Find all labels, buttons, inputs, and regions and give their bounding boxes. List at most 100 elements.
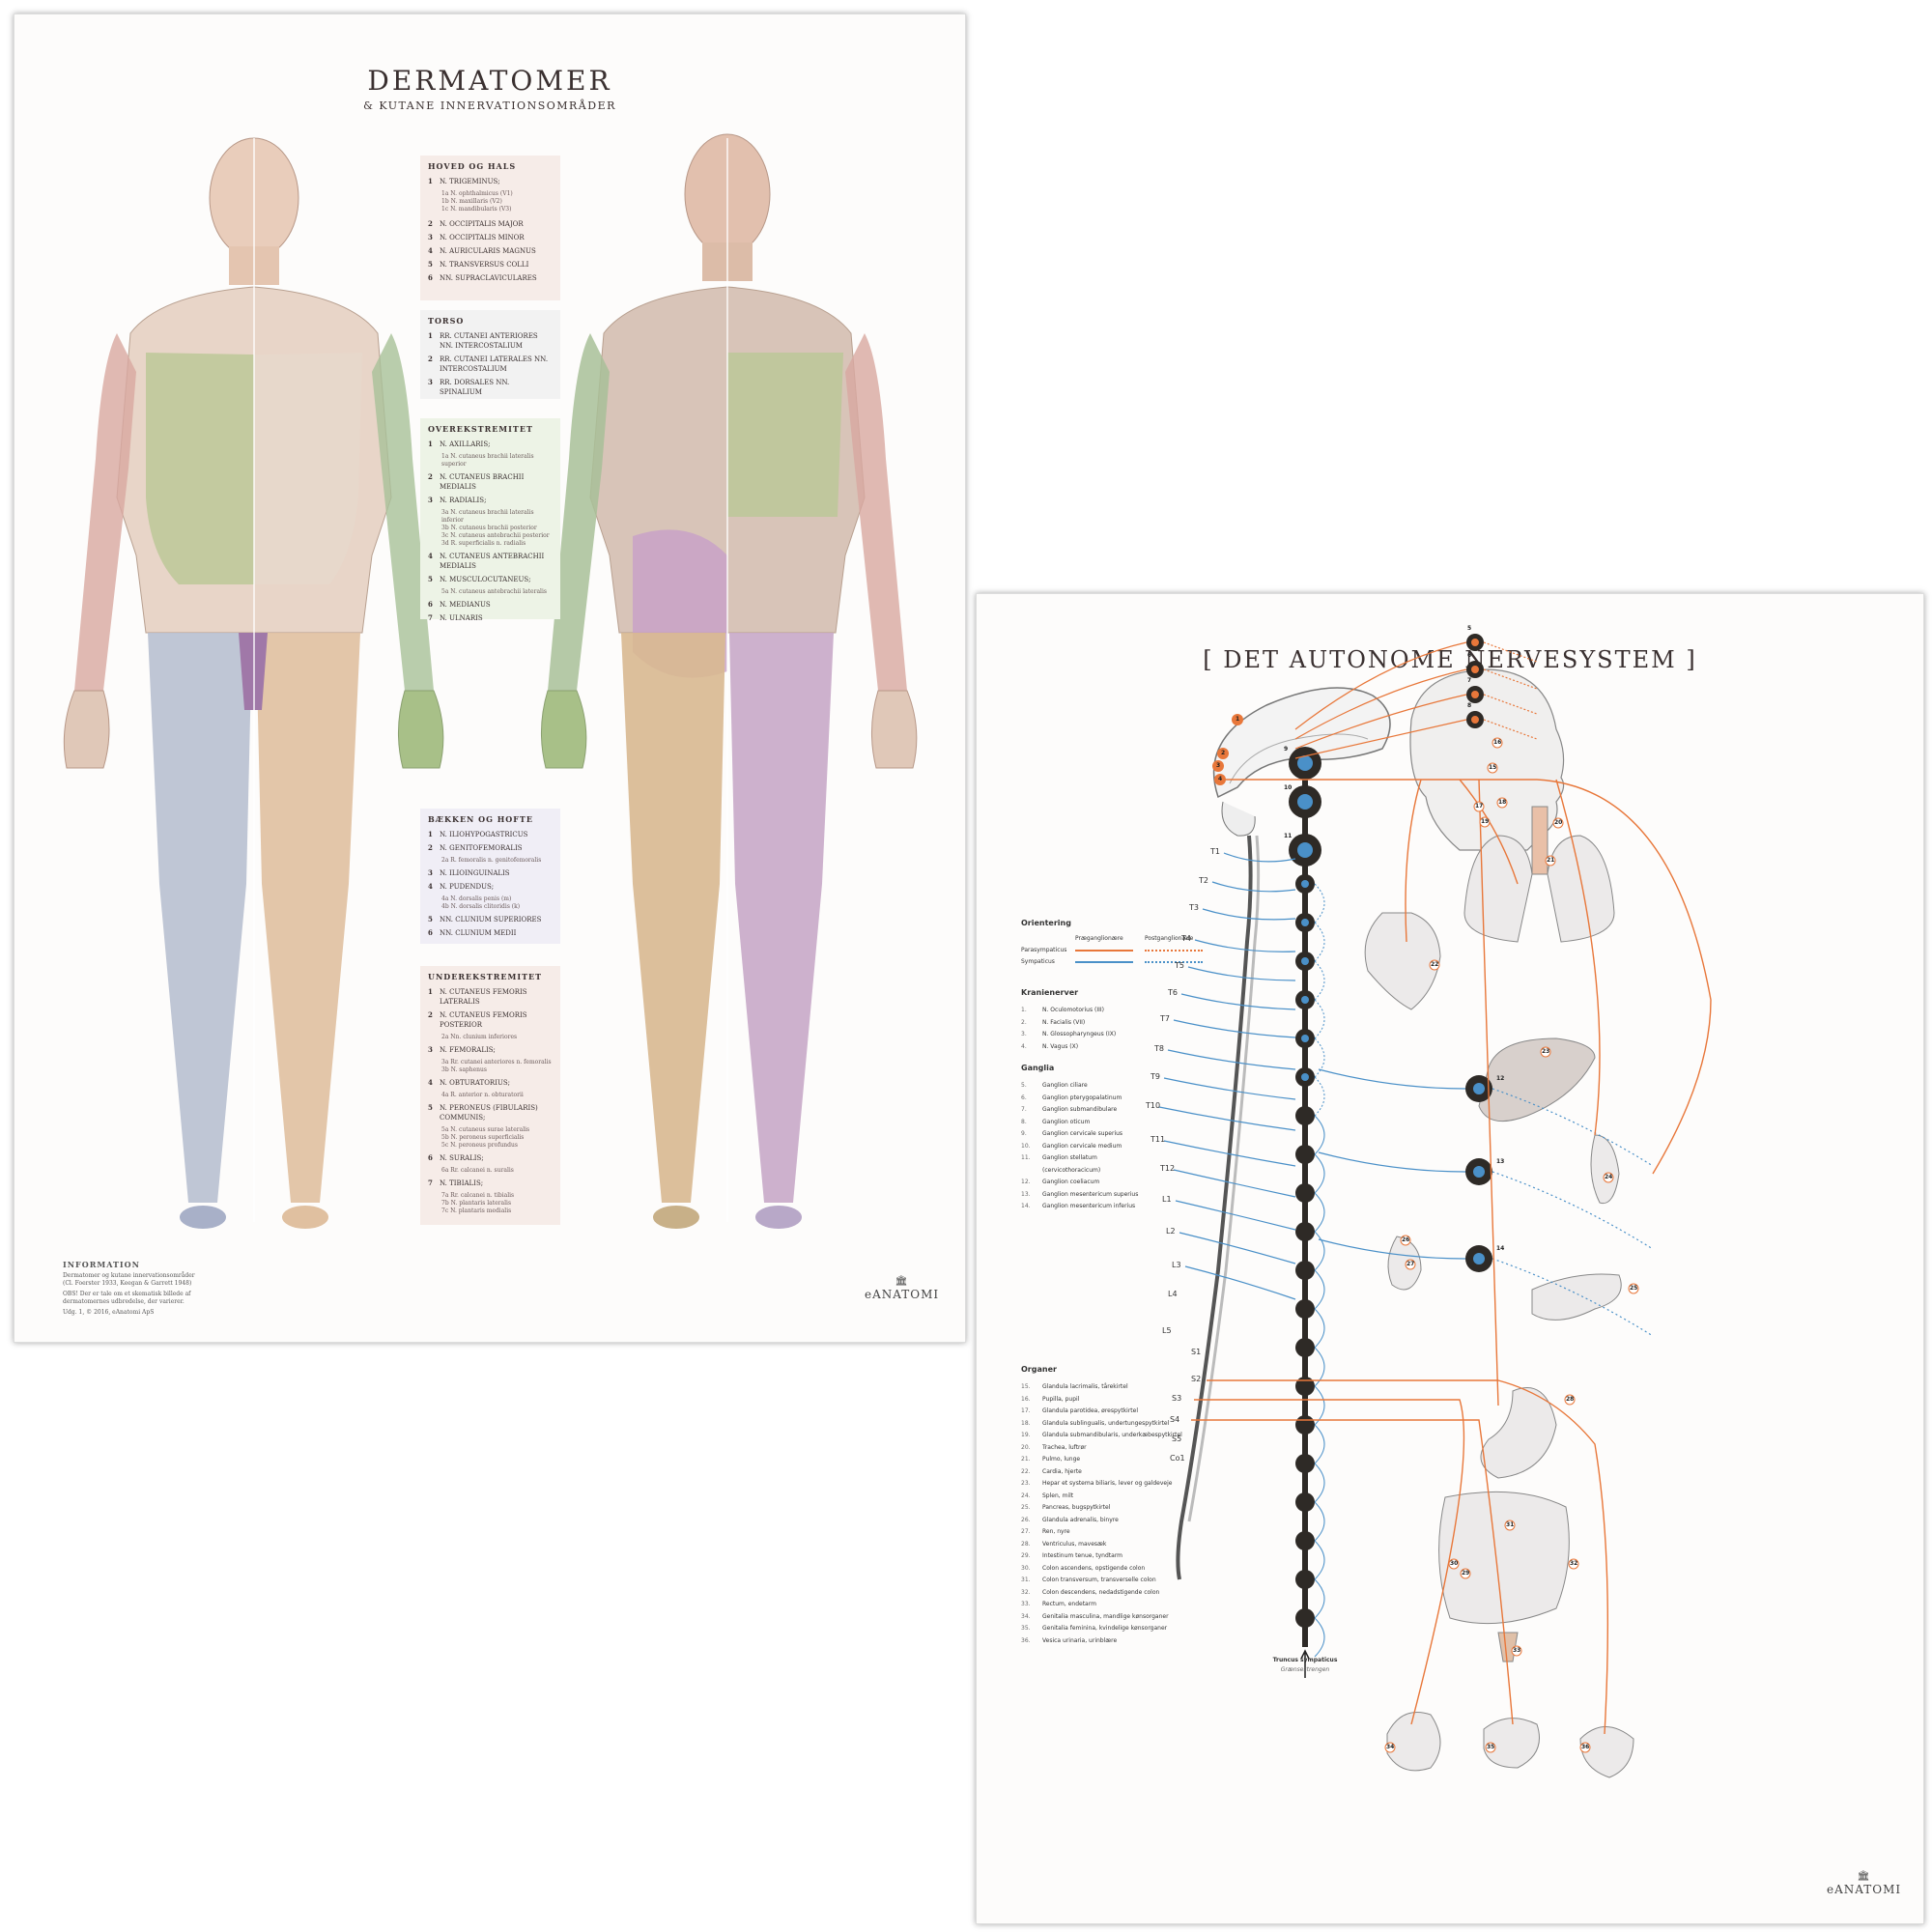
brand-logo-right: 🏛 eANATOMI <box>1827 1871 1902 1896</box>
segment-label-S1: S1 <box>1191 1348 1202 1356</box>
ramus-loop <box>1314 883 1325 923</box>
right-title: [ DET AUTONOME NERVESYSTEM ] <box>1203 646 1697 673</box>
legend-kranienerver: Kranienerver 1.N. Oculomotorius (III) 2.… <box>1021 988 1117 1050</box>
trunk-ganglion <box>1295 1145 1315 1164</box>
trunk-ganglion <box>1295 1377 1315 1396</box>
preganglionic-sympathetic-T5 <box>1187 966 1296 981</box>
preganglionic-sympathetic-T1 <box>1223 852 1296 863</box>
ganglion-number-14: 14 <box>1496 1245 1505 1252</box>
ganglion-12-core <box>1473 1083 1485 1094</box>
preganglionic-sympathetic-T9 <box>1163 1077 1296 1100</box>
truncus-label: Truncus sympaticus <box>1272 1657 1338 1663</box>
organ-target-19 <box>1479 816 1491 828</box>
organ-number-24: 24 <box>1605 1174 1613 1180</box>
organ-target-28 <box>1564 1394 1576 1406</box>
segment-label-T6: T6 <box>1168 988 1178 997</box>
organ-number-26: 26 <box>1402 1236 1410 1243</box>
organ-target-17 <box>1473 801 1485 812</box>
trunk-ganglion-core <box>1301 919 1309 926</box>
cranial-number-4: 4 <box>1218 776 1223 782</box>
cranial-postganglionic-7 <box>1483 694 1538 715</box>
chain-ganglion-11-core <box>1297 842 1313 858</box>
trunk-ganglion <box>1295 1338 1315 1357</box>
organ-target-22 <box>1429 959 1440 971</box>
brand-logo-left: 🏛 eANATOMI <box>865 1276 940 1301</box>
cranial-preganglionic-5 <box>1294 641 1467 730</box>
vagus-nerve <box>1226 779 1712 1175</box>
segment-label-T2: T2 <box>1199 876 1208 885</box>
left-subtitle: & KUTANE INNERVATIONSOMRÅDER <box>363 99 616 112</box>
segment-label-T8: T8 <box>1154 1044 1164 1053</box>
ramus-loop <box>1314 1617 1325 1658</box>
trunk-ganglion <box>1295 1299 1315 1319</box>
chain-number-10: 10 <box>1284 784 1293 791</box>
segment-label-T1: T1 <box>1210 847 1220 856</box>
ramus-loop <box>1314 1463 1325 1503</box>
ramus-loop <box>1314 1385 1325 1426</box>
organ-number-25: 25 <box>1630 1285 1638 1292</box>
preganglionic-sympathetic-T8 <box>1167 1049 1296 1070</box>
head-ganglion-number-8: 8 <box>1467 702 1472 709</box>
ramus-loop <box>1314 1037 1325 1078</box>
organ-target-24 <box>1603 1172 1614 1183</box>
organ-target-20 <box>1552 817 1564 829</box>
temple-icon: 🏛 <box>1857 1871 1871 1882</box>
trunk-ganglion-core <box>1301 996 1309 1004</box>
trunk-ganglion <box>1295 1183 1315 1203</box>
head-ganglion-8-core <box>1471 716 1479 724</box>
cranial-nucleus-3 <box>1212 760 1224 772</box>
ganglion-13-core <box>1473 1166 1485 1178</box>
ganglion-number-12: 12 <box>1496 1075 1505 1082</box>
segment-label-T9: T9 <box>1151 1072 1160 1081</box>
segment-label-T11: T11 <box>1151 1135 1166 1144</box>
organ-target-25 <box>1628 1283 1639 1294</box>
preganglionic-sympathetic-T2 <box>1211 881 1296 893</box>
chain-ganglion-9-core <box>1297 755 1313 771</box>
info-block: INFORMATION Dermatomer og kutane innerva… <box>63 1260 195 1316</box>
pelvic-splanchnic-s4 <box>1191 1419 1514 1725</box>
organ-number-29: 29 <box>1462 1570 1470 1577</box>
dermatome-poster: DERMATOMER & KUTANE INNERVATIONSOMRÅDER <box>14 14 966 1343</box>
back-figure <box>541 133 918 1229</box>
segment-label-L3: L3 <box>1172 1261 1181 1269</box>
ramus-loop <box>1314 1501 1325 1542</box>
preganglionic-sympathetic-L1 <box>1175 1200 1296 1231</box>
ramus-loop <box>1314 1115 1325 1155</box>
preganglionic-sympathetic-T7 <box>1173 1019 1296 1038</box>
organ-number-20: 20 <box>1554 819 1563 826</box>
preganglionic-sympathetic-T11 <box>1163 1140 1296 1167</box>
trunk-ganglion <box>1295 1415 1315 1435</box>
trunk-ganglion <box>1295 1608 1315 1628</box>
organ-number-28: 28 <box>1566 1396 1575 1403</box>
organ-number-16: 16 <box>1493 739 1502 746</box>
cranial-number-3: 3 <box>1216 762 1221 769</box>
organ-target-30 <box>1448 1558 1460 1570</box>
organ-target-16 <box>1492 737 1503 749</box>
preganglionic-sympathetic-T12 <box>1173 1169 1296 1198</box>
ramus-loop <box>1314 1192 1325 1233</box>
cranial-nucleus-4 <box>1214 774 1226 785</box>
dynamic-layer <box>1158 634 1712 1753</box>
organ-number-32: 32 <box>1570 1560 1578 1567</box>
segment-label-S5: S5 <box>1172 1435 1182 1443</box>
ramus-loop <box>1314 960 1325 1001</box>
preganglionic-sympathetic-L2 <box>1179 1232 1296 1264</box>
trunk-ganglion <box>1295 1222 1315 1241</box>
vagus-branch-lung <box>1459 779 1519 885</box>
segment-label-T12: T12 <box>1160 1164 1176 1173</box>
organ-number-18: 18 <box>1498 799 1507 806</box>
trunk-ganglion-core <box>1301 1073 1309 1081</box>
trunk-ganglion <box>1295 1261 1315 1280</box>
postganglionic-sympathetic-12 <box>1492 1088 1654 1167</box>
legend-organer: Organer 15.Glandula lacrimalis, tårekirt… <box>1021 1365 1182 1644</box>
cranial-preganglionic-7 <box>1294 694 1467 750</box>
cranial-postganglionic-5 <box>1483 641 1538 663</box>
segment-label-S3: S3 <box>1172 1394 1182 1403</box>
vagus-branch-spleen <box>1555 779 1601 1136</box>
segment-label-T4: T4 <box>1181 934 1191 943</box>
organ-target-33 <box>1511 1645 1522 1657</box>
ramus-loop <box>1314 1347 1325 1387</box>
chain-number-9: 9 <box>1284 746 1289 753</box>
